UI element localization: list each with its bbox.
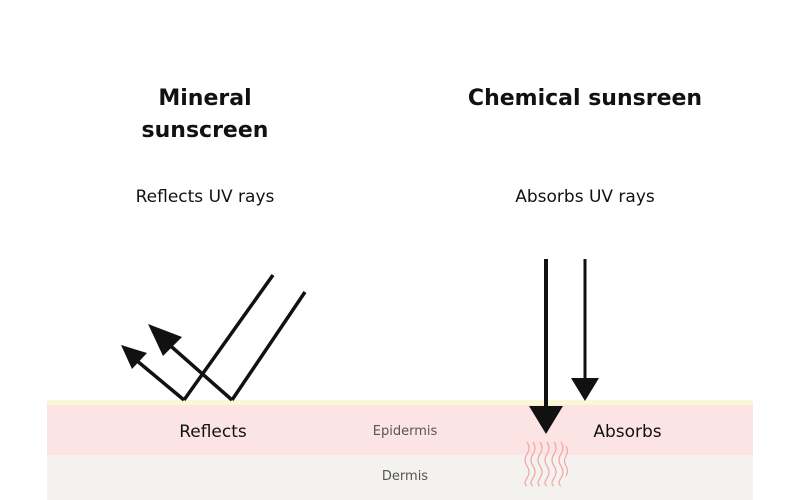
chemical-description: Absorbs UV rays	[515, 187, 655, 207]
reflected-uv-ray-1	[134, 358, 186, 402]
incoming-uv-ray-2	[230, 291, 307, 401]
heat-waves-icon	[524, 441, 569, 487]
absorbed-arrowhead-1	[529, 406, 563, 434]
reflects-label: Reflects	[179, 422, 247, 442]
absorbs-label: Absorbs	[593, 422, 662, 442]
reflected-arrowhead-1	[121, 345, 147, 369]
chemical-sunscreen-title: Chemical sunsreen	[467, 86, 703, 111]
dermis-layer	[47, 455, 753, 500]
incoming-uv-ray-1	[182, 273, 275, 402]
epidermis-layer	[47, 405, 753, 455]
reflected-arrowhead-2	[148, 324, 182, 356]
dermis-label: Dermis	[381, 469, 429, 484]
mineral-description: Reflects UV rays	[135, 187, 275, 207]
absorbed-arrowhead-2	[571, 378, 599, 401]
mineral-sunscreen-title: Mineral sunscreen	[141, 86, 269, 143]
reflected-uv-ray-2	[163, 339, 234, 402]
skin-surface-layer	[47, 400, 753, 405]
epidermis-label: Epidermis	[372, 424, 438, 439]
